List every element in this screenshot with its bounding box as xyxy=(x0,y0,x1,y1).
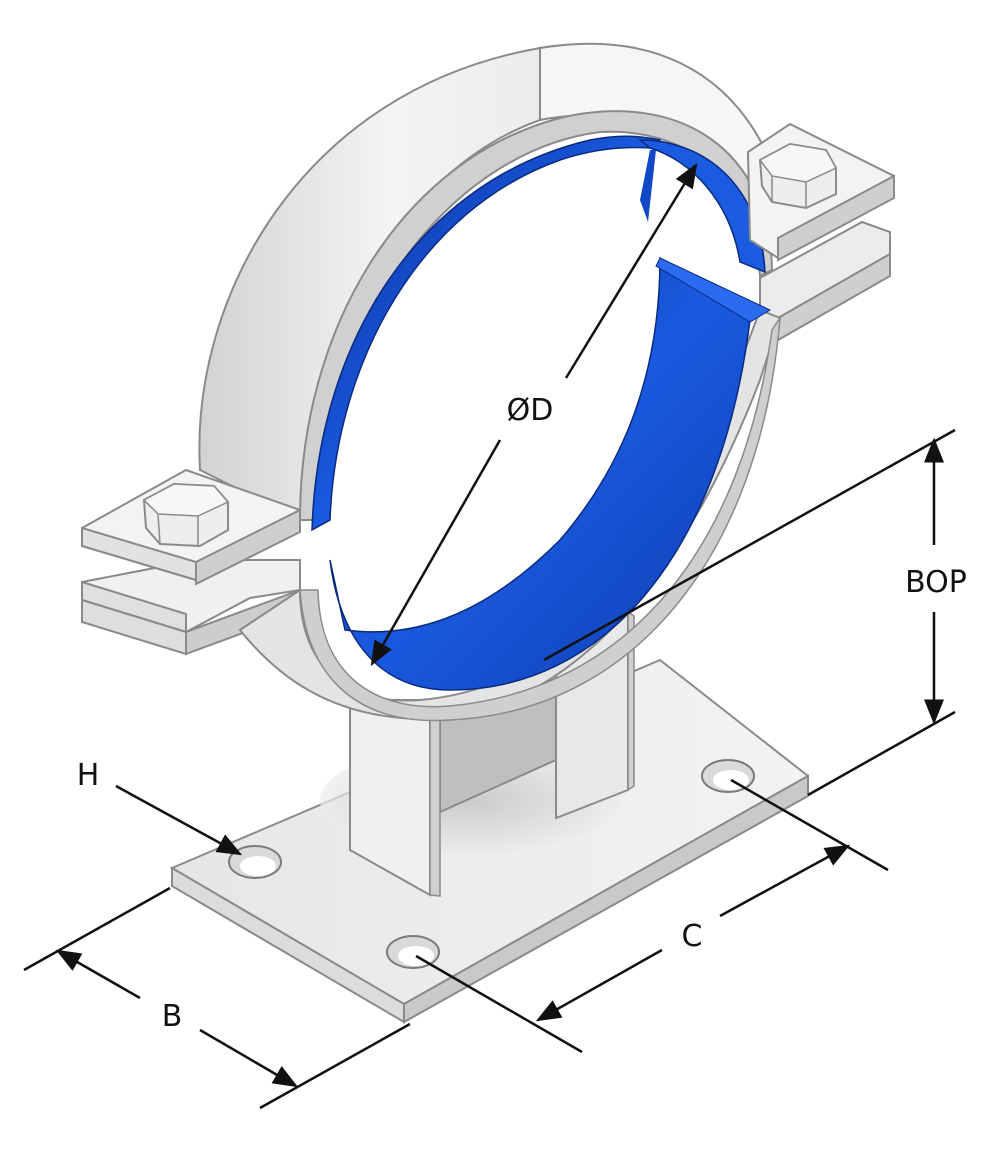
mounting-hole xyxy=(701,759,755,793)
rubber-liner xyxy=(299,135,781,722)
dimension-hole-spacing: C xyxy=(415,778,889,1054)
lower-clamp-half xyxy=(81,220,891,720)
mounting-hole xyxy=(228,845,282,879)
width-label: B xyxy=(162,999,183,1034)
dimension-bop: BOP xyxy=(543,428,967,797)
mounting-hole xyxy=(386,935,440,969)
hex-bolt xyxy=(142,482,230,548)
dimension-hole: H xyxy=(77,758,243,856)
hole-label: H xyxy=(77,758,100,793)
dimension-width: B xyxy=(23,886,411,1110)
hex-bolt xyxy=(758,142,838,210)
bop-label: BOP xyxy=(905,565,967,600)
base-plate xyxy=(169,658,810,1024)
hole-spacing-label: C xyxy=(682,919,703,954)
diameter-label: ØD xyxy=(507,393,554,428)
dimension-diameter: ØD xyxy=(370,162,698,667)
